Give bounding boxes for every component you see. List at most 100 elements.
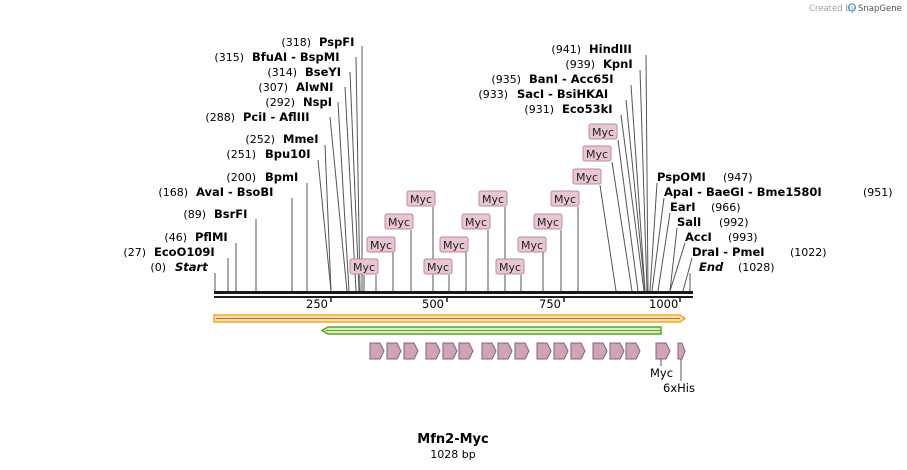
myc-arrow <box>403 342 419 360</box>
myc-tag: Myc <box>550 190 580 207</box>
site-position: (993) <box>728 231 758 244</box>
myc-tag: Myc <box>349 258 379 275</box>
site-name: BfuAI - BspMI <box>252 50 339 64</box>
myc-arrow <box>553 342 569 360</box>
site-position: (89) <box>183 208 206 221</box>
myc-tag: Myc <box>439 236 469 253</box>
snapgene-logo-icon <box>847 3 857 12</box>
myc-arrow <box>592 342 608 360</box>
ruler-labels: 250 500 750 1000 <box>306 297 678 311</box>
site-position: (935) <box>491 73 521 86</box>
leader-line <box>337 101 350 292</box>
map-length: 1028 bp <box>430 448 475 461</box>
right-lower-site-labels: PspOMI (947) ApaI - BaeGI - Bme1580I (95… <box>657 170 893 274</box>
site-position: (951) <box>863 186 893 199</box>
myc-tag-text: Myc <box>499 261 521 274</box>
myc-tag-text: Myc <box>427 261 449 274</box>
site-name: SacI - BsiHKAI <box>517 87 608 101</box>
site-name: KpnI <box>603 57 633 71</box>
site-name: HindIII <box>589 42 632 56</box>
site-position: (168) <box>158 186 188 199</box>
myc-arrow <box>497 342 513 360</box>
site-name: ApaI - BaeGI - Bme1580I <box>664 185 822 199</box>
myc-tag: Myc <box>588 123 618 140</box>
leader-line <box>625 99 646 292</box>
myc-tag-text: Myc <box>586 148 608 161</box>
leader-line <box>651 197 665 292</box>
site-position: (947) <box>723 171 753 184</box>
myc-tag: Myc <box>572 168 602 185</box>
myc-arrow <box>609 342 625 360</box>
myc-tag-text: Myc <box>554 193 576 206</box>
myc-tag: Myc <box>366 236 396 253</box>
myc-arrow <box>536 342 552 360</box>
myc-arrow <box>425 342 441 360</box>
site-position: (939) <box>565 58 595 71</box>
myc-tag: Myc <box>495 258 525 275</box>
watermark-prefix: Created by <box>809 4 856 14</box>
myc-tag-text: Myc <box>443 239 465 252</box>
myc-tag-text: Myc <box>537 216 559 229</box>
myc-arrow <box>458 342 474 360</box>
myc-arrow <box>481 342 497 360</box>
leader-line <box>669 242 686 292</box>
site-name: MmeI <box>283 132 319 146</box>
myc-arrow <box>514 342 530 360</box>
ruler-tick-label: 750 <box>539 297 561 311</box>
left-site-labels: (0) Start (27) EcoO109I (46) PflMI (89) … <box>123 35 354 274</box>
leader-line <box>645 54 649 292</box>
site-position: (966) <box>711 201 741 214</box>
map-title: Mfn2-Myc <box>417 432 488 447</box>
site-position: (314) <box>267 66 297 79</box>
myc-tag: Myc <box>423 258 453 275</box>
site-name: AccI <box>685 230 712 244</box>
site-name: NspI <box>303 95 332 109</box>
watermark-brand: SnapGene <box>858 4 902 14</box>
myc-tag: Myc <box>384 213 414 230</box>
leader-line <box>682 257 693 292</box>
myc-tag-labels: Myc Myc Myc Myc Myc Myc Myc Myc Myc Myc … <box>349 123 618 275</box>
myc-arrow <box>369 342 385 360</box>
site-name: Start <box>175 260 208 274</box>
site-name: PspFI <box>319 35 354 49</box>
leader-line <box>669 227 678 292</box>
site-name: BseYI <box>305 65 341 79</box>
site-leader-lines <box>214 46 693 292</box>
myc-arrow <box>442 342 458 360</box>
site-position: (992) <box>719 216 749 229</box>
leader-line <box>355 56 361 292</box>
leader-line <box>599 184 617 292</box>
ruler-tick-label: 250 <box>306 297 328 311</box>
his-feature-label: 6xHis <box>663 381 695 395</box>
site-position: (933) <box>478 88 508 101</box>
myc-feature-arrows <box>369 342 686 360</box>
myc-tag: Myc <box>406 190 436 207</box>
leader-line <box>349 71 360 292</box>
site-name: Bpu10I <box>265 147 310 161</box>
site-position: (941) <box>551 43 581 56</box>
myc-arrow <box>570 342 586 360</box>
myc-tag: Myc <box>582 145 612 162</box>
site-position: (252) <box>245 133 275 146</box>
site-position: (292) <box>265 96 295 109</box>
site-position: (288) <box>205 111 235 124</box>
leader-line <box>329 116 348 292</box>
green-feature-track <box>320 326 662 335</box>
site-name: Eco53kI <box>562 102 613 116</box>
site-position: (200) <box>226 171 256 184</box>
site-position: (931) <box>524 103 554 116</box>
site-name: AvaI - BsoBI <box>196 185 273 199</box>
leader-line <box>649 182 658 292</box>
site-name: PciI - AflIII <box>243 110 310 124</box>
myc-tag-text: Myc <box>465 216 487 229</box>
site-name: AlwNI <box>296 80 333 94</box>
ruler-tick-label: 1000 <box>649 297 678 311</box>
myc-tag-text: Myc <box>410 193 432 206</box>
snapgene-watermark: Created by SnapGene <box>809 3 902 14</box>
myc-tag-text: Myc <box>370 239 392 252</box>
myc-tag: Myc <box>478 190 508 207</box>
site-position: (318) <box>281 36 311 49</box>
site-name: BanI - Acc65I <box>529 72 614 86</box>
his-arrow <box>677 342 686 360</box>
